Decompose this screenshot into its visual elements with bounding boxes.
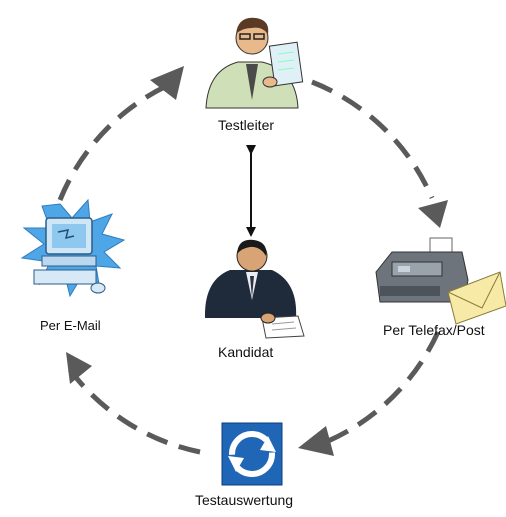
- node-label-testauswertung: Testauswertung: [195, 492, 294, 508]
- arc-right-to-bottom: [315, 330, 441, 449]
- man-reading-document-icon: [205, 17, 304, 109]
- node-label-testleiter: Testleiter: [218, 117, 275, 133]
- cycle-arcs: [57, 79, 441, 455]
- arc-left-to-top: [57, 79, 176, 201]
- arc-bottom-to-left: [68, 368, 201, 455]
- node-label-fax-post: Per Telefax/Post: [383, 322, 485, 338]
- arc-top-to-right: [311, 79, 435, 199]
- cycle-arrowheads: [66, 66, 448, 456]
- computer-email-icon: [20, 198, 126, 298]
- arrowhead-to-leader: [150, 66, 184, 100]
- fax-machine-envelope-icon: [375, 237, 506, 325]
- arrowhead-to-email: [66, 352, 92, 384]
- node-label-email: Per E-Mail: [40, 318, 101, 333]
- man-writing-at-desk-icon: [204, 239, 305, 339]
- arrowhead-to-fax: [418, 200, 448, 228]
- arrowhead-to-evaluation: [298, 426, 334, 456]
- node-label-kandidat: Kandidat: [218, 344, 274, 360]
- refresh-cycle-icon: [221, 422, 283, 486]
